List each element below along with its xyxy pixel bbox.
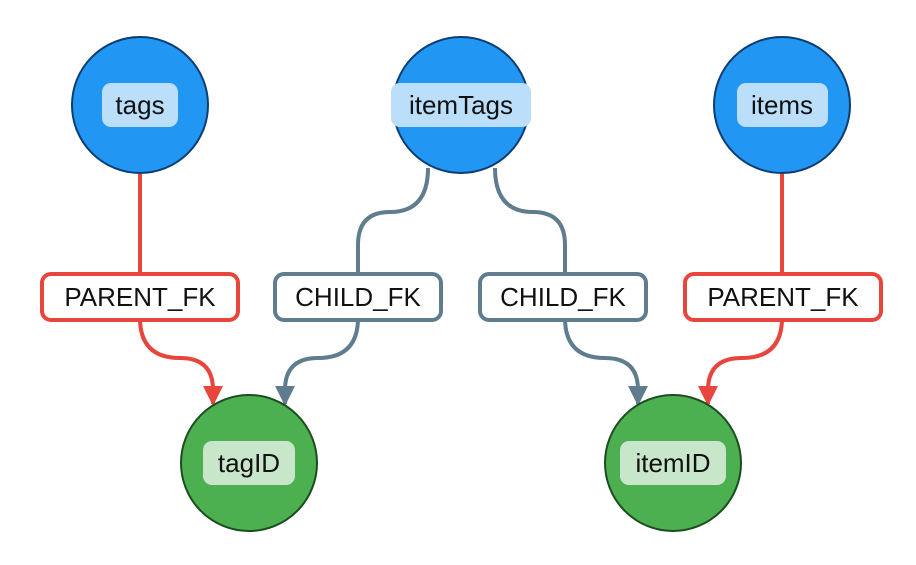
node-tags[interactable]: tags bbox=[71, 36, 209, 174]
edge-items-to-itemID[interactable] bbox=[698, 174, 784, 406]
edge-label-text: CHILD_FK bbox=[500, 282, 626, 312]
edge-label-tags-to-tagID[interactable]: PARENT_FK bbox=[40, 272, 240, 322]
node-label-bg bbox=[203, 441, 295, 485]
edge-tags-to-tagID[interactable] bbox=[138, 174, 223, 406]
node-label-bg bbox=[620, 441, 726, 485]
node-label-bg bbox=[102, 83, 178, 127]
node-items[interactable]: items bbox=[713, 36, 851, 174]
edge-label-items-to-itemID[interactable]: PARENT_FK bbox=[683, 272, 883, 322]
node-itemID[interactable]: itemID bbox=[604, 394, 742, 532]
edge-label-box bbox=[273, 272, 443, 322]
edge-label-text: CHILD_FK bbox=[295, 282, 421, 312]
nodes: tags itemTags items tagID itemID bbox=[71, 36, 851, 532]
node-label: tags bbox=[115, 90, 164, 120]
edge-label-box bbox=[478, 272, 648, 322]
edge-labels: PARENT_FK CHILD_FK CHILD_FK PARENT_FK bbox=[40, 272, 883, 322]
edge-label-box bbox=[40, 272, 240, 322]
edge-label-itemTags-to-tagID[interactable]: CHILD_FK bbox=[273, 272, 443, 322]
node-label: itemID bbox=[635, 448, 710, 478]
node-label-bg bbox=[391, 83, 531, 127]
node-itemTags[interactable]: itemTags bbox=[391, 36, 531, 174]
node-label-bg bbox=[737, 83, 828, 127]
node-label: tagID bbox=[218, 448, 280, 478]
node-tagID[interactable]: tagID bbox=[180, 394, 318, 532]
edge-label-text: PARENT_FK bbox=[707, 282, 859, 312]
edge-label-itemTags-to-itemID[interactable]: CHILD_FK bbox=[478, 272, 648, 322]
edge-label-box bbox=[683, 272, 883, 322]
node-label: items bbox=[751, 90, 813, 120]
edge-label-text: PARENT_FK bbox=[64, 282, 216, 312]
node-label: itemTags bbox=[409, 90, 513, 120]
